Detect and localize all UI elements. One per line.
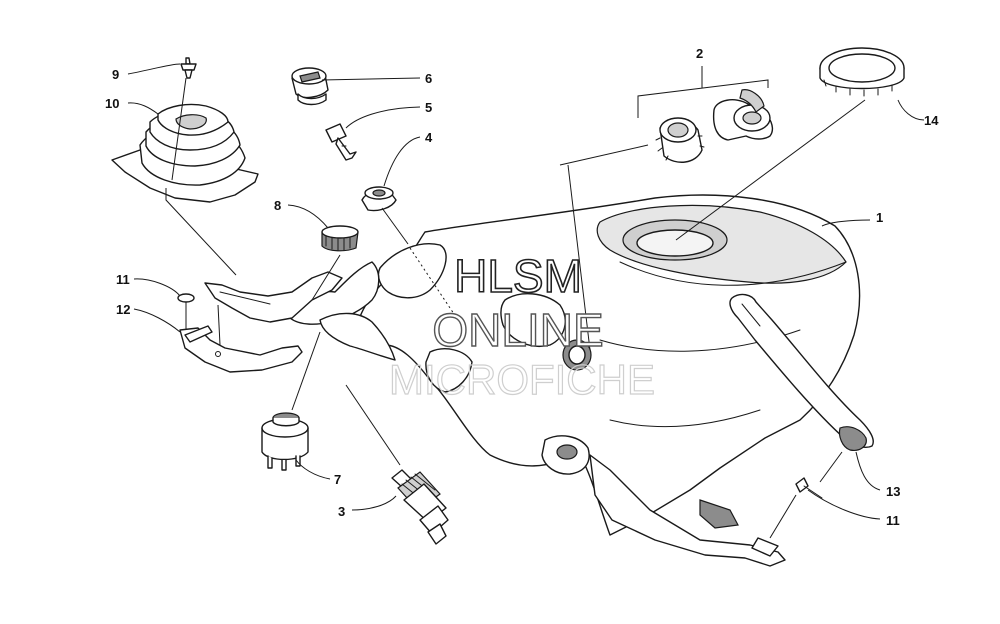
callout-13: 13 [886, 484, 900, 499]
callout-11-right: 11 [886, 513, 900, 528]
pressure-sensor [391, 469, 449, 545]
callout-1: 1 [876, 210, 883, 225]
key [325, 123, 357, 161]
lock-ring [819, 47, 905, 97]
fuel-tank [356, 194, 861, 567]
tank-strap [729, 293, 874, 451]
callout-7: 7 [334, 472, 341, 487]
lock-cap [291, 67, 329, 106]
screw-right [795, 477, 823, 499]
watermark: HLSM ONLINE MICROFICHE [388, 249, 655, 403]
watermark-line1: HLSM [454, 250, 582, 302]
rivet [180, 57, 197, 79]
ignition-switch [261, 412, 309, 471]
lower-bracket [179, 325, 303, 373]
callout-8: 8 [274, 198, 281, 213]
callout-leaders [127, 63, 925, 520]
callout-6: 6 [425, 71, 432, 86]
callout-labels: 1 2 3 4 5 6 7 8 9 10 11 12 13 11 14 [105, 46, 939, 528]
callout-2-bracket [637, 66, 769, 118]
callout-3: 3 [338, 504, 345, 519]
watermark-line2: ONLINE [432, 304, 603, 356]
threaded-cap [321, 225, 359, 252]
callout-12: 12 [116, 302, 130, 317]
rubber-boot [111, 103, 259, 203]
upper-bracket [204, 271, 343, 323]
callout-5: 5 [425, 100, 432, 115]
callout-14: 14 [924, 113, 939, 128]
callout-9: 9 [112, 67, 119, 82]
assembly-lines [165, 77, 866, 539]
front-cover [289, 261, 473, 393]
filler-ring [655, 117, 705, 163]
callout-2: 2 [696, 46, 703, 61]
grommet [361, 186, 397, 212]
callout-11-left: 11 [116, 272, 130, 287]
watermark-line3: MICROFICHE [389, 356, 655, 403]
callout-10: 10 [105, 96, 119, 111]
callout-4: 4 [425, 130, 433, 145]
filler-cap [712, 89, 774, 141]
screw-left [177, 293, 195, 315]
